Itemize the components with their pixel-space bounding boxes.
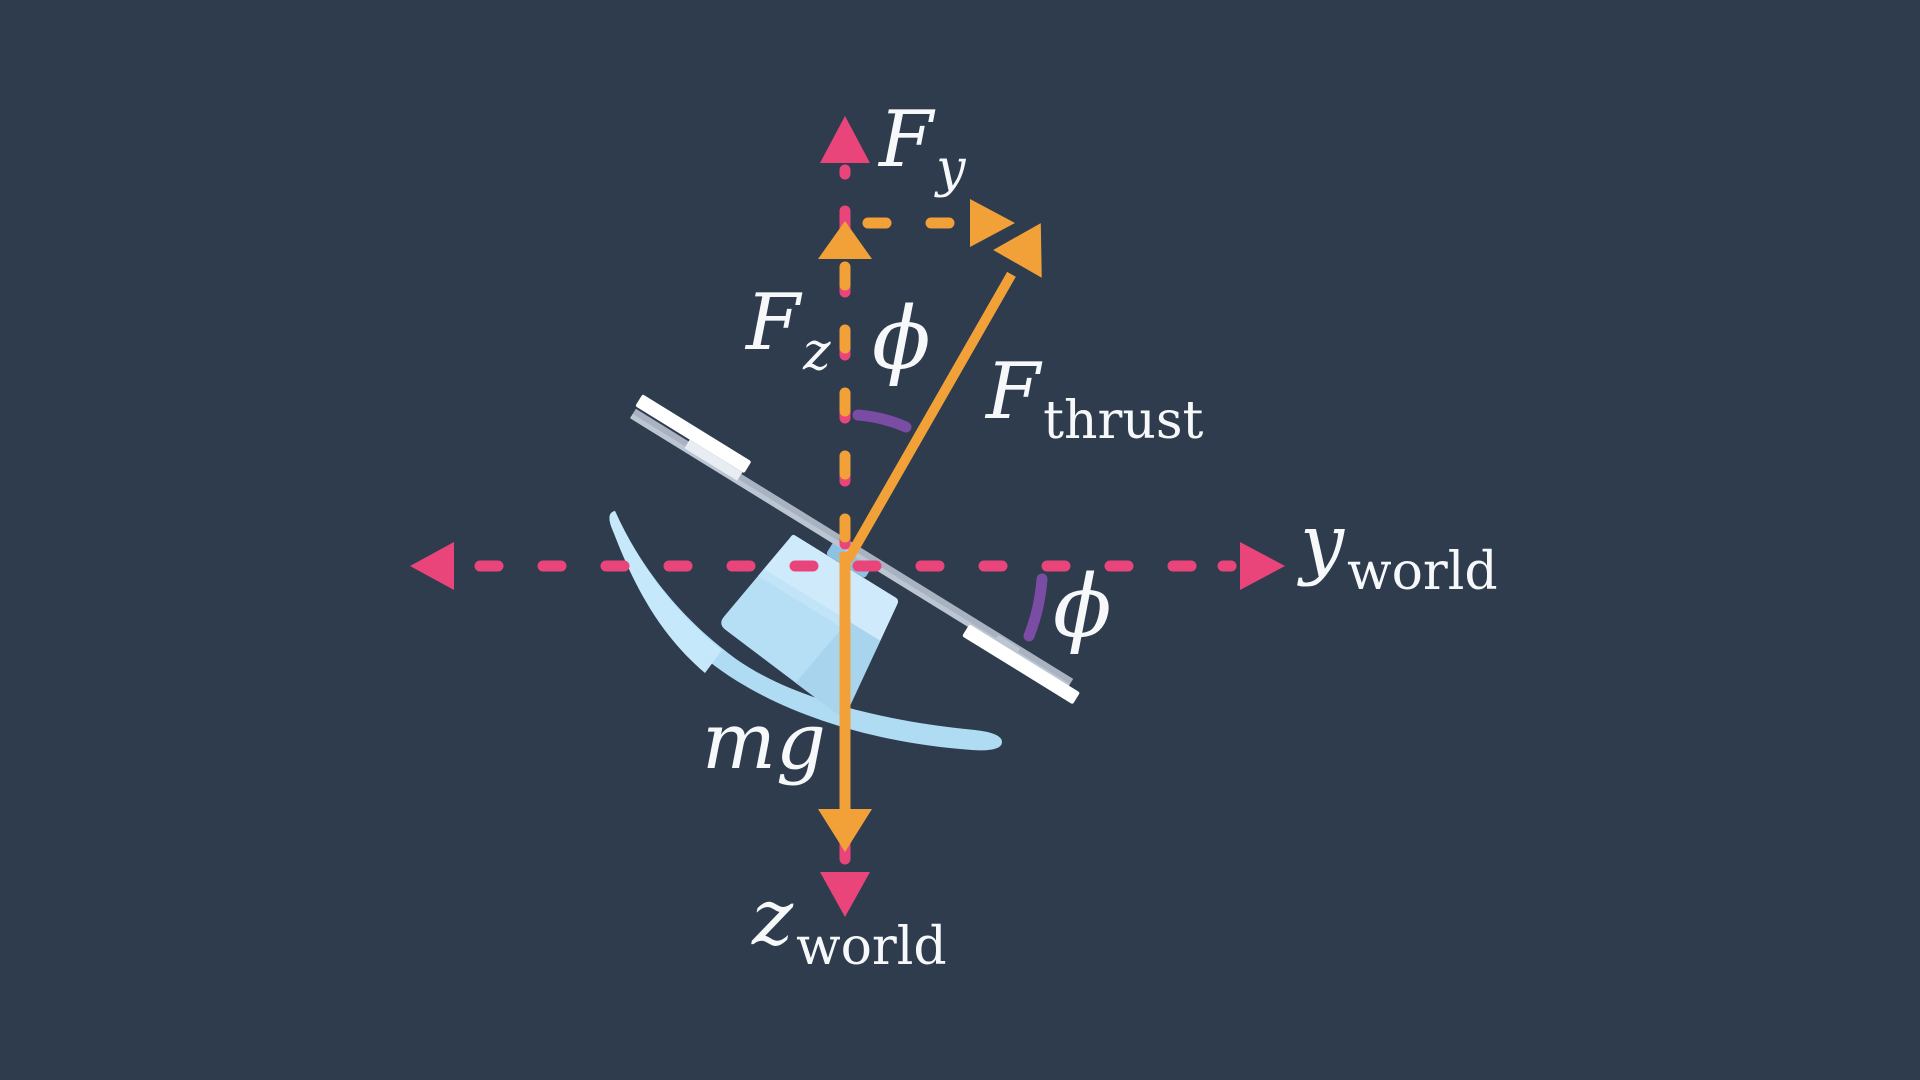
force-fy-arrow — [820, 116, 870, 180]
force-fz-arrowhead — [818, 221, 872, 259]
drone-skid-highlight — [609, 511, 722, 673]
axis-y-world-left-arrowhead — [410, 542, 454, 590]
force-fy-arrowhead — [820, 116, 870, 163]
label-mg: mg — [702, 703, 826, 781]
label-z-world-base: z — [752, 873, 794, 963]
drone-right-blade — [962, 624, 1080, 704]
force-thrust-line — [843, 271, 1016, 564]
label-f-thrust-subscript: thrust — [1043, 391, 1204, 451]
label-f-z-subscript: z — [803, 322, 831, 382]
drone-cabin-top-face — [744, 525, 912, 655]
drone-left-blade — [635, 394, 751, 473]
angle-phi-arc-right — [1023, 573, 1048, 642]
force-gravity-arrow — [818, 552, 872, 852]
drone-left-blade-grip — [684, 439, 743, 481]
label-f-y-base: F — [879, 95, 934, 185]
label-f-thrust: Fthrust — [986, 353, 1203, 447]
angle-phi-arc-top — [852, 409, 912, 433]
label-phi-top-glyph: ϕ — [872, 289, 931, 389]
label-phi-right-glyph: ϕ — [1053, 557, 1112, 657]
label-y-world-subscript: world — [1347, 542, 1498, 602]
label-f-thrust-base: F — [986, 347, 1041, 437]
fy-component-arrow — [862, 199, 1015, 247]
label-phi-top: ϕ — [872, 296, 931, 382]
label-mg-text: mg — [702, 697, 826, 787]
axis-y-world-right-arrowhead — [1240, 542, 1285, 590]
label-z-world-subscript: world — [796, 917, 947, 977]
axis-z-world-arrowhead — [820, 872, 870, 917]
force-thrust-arrow — [843, 223, 1042, 564]
drone-illustration — [609, 394, 1080, 751]
label-f-y-subscript: y — [936, 139, 966, 199]
fy-component-arrowhead — [970, 199, 1015, 247]
label-y-world: yworld — [1300, 504, 1498, 598]
force-thrust-arrowhead — [993, 223, 1042, 278]
label-f-y: Fy — [879, 101, 966, 195]
label-f-z: Fz — [746, 284, 831, 378]
force-gravity-arrowhead — [818, 809, 872, 852]
label-y-world-base: y — [1300, 498, 1345, 588]
force-fz-arrow — [818, 221, 872, 554]
label-phi-right: ϕ — [1053, 564, 1112, 650]
label-f-z-base: F — [746, 278, 801, 368]
label-z-world: zworld — [752, 879, 947, 973]
axis-y-world — [410, 542, 1285, 590]
